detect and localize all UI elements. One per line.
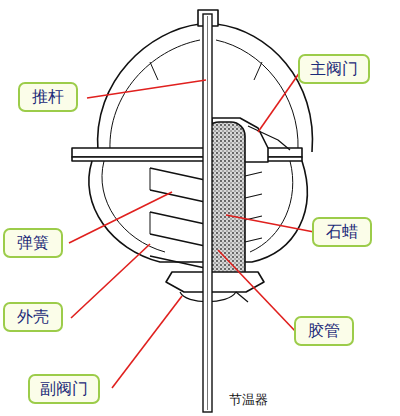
part-name: 推杆 [32, 87, 64, 106]
part-name: 石蜡 [326, 222, 358, 241]
part-name: 副阀门 [40, 379, 88, 398]
secondary-valve-label: 副阀门 [28, 374, 100, 404]
part-name: 胶管 [308, 321, 340, 340]
main-valve-label: 主阀门 [298, 54, 370, 84]
shell-label: 外壳 [3, 302, 63, 332]
rubber-tube-label: 胶管 [294, 316, 354, 346]
part-name: 主阀门 [310, 59, 358, 78]
part-name: 弹簧 [17, 233, 49, 252]
figure-caption: 节温器 [229, 391, 268, 409]
spring-label: 弹簧 [3, 228, 63, 258]
paraffin-label: 石蜡 [312, 217, 372, 247]
part-name: 外壳 [17, 307, 49, 326]
push-rod-label: 推杆 [18, 82, 78, 112]
